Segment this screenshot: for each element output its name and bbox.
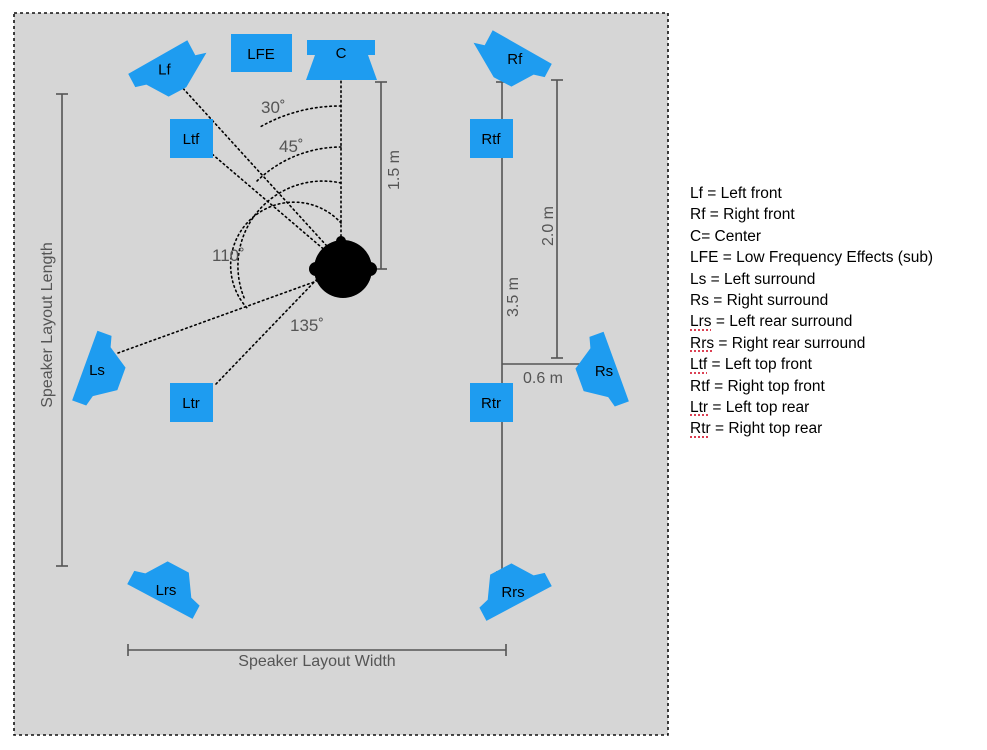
legend-item: Ltr = Left top rear bbox=[690, 397, 933, 418]
measurement-label-2-0m: 2.0 m bbox=[540, 206, 557, 246]
angle-labels: 30˚ 45˚ 110˚ 135˚ bbox=[212, 98, 324, 335]
dimension-lines bbox=[56, 79, 585, 656]
speaker-ltf-label: Ltf bbox=[183, 131, 201, 148]
angle-label-30: 30˚ bbox=[261, 98, 286, 117]
legend-abbr: Ltf bbox=[690, 356, 708, 374]
legend-text: = Left top front bbox=[707, 356, 812, 374]
speaker-rs: Rs bbox=[575, 331, 629, 407]
speaker-c-label: C bbox=[336, 45, 347, 62]
legend-text: = Low Frequency Effects (sub) bbox=[718, 249, 934, 267]
speaker-lfe: LFE bbox=[231, 34, 292, 72]
measurement-label-0-6m: 0.6 m bbox=[523, 370, 563, 387]
listener-head-icon bbox=[309, 236, 377, 298]
legend-abbr: Rtf bbox=[690, 377, 710, 395]
legend-item: Ltf = Left top front bbox=[690, 354, 933, 375]
measurement-label-3-5m: 3.5 m bbox=[505, 277, 522, 317]
angle-arcs bbox=[229, 105, 342, 309]
legend: Lf = Left front Rf = Right front C= Cent… bbox=[690, 183, 933, 440]
speaker-lrs-label: Lrs bbox=[156, 582, 177, 599]
angle-label-135: 135˚ bbox=[290, 316, 324, 335]
legend-text: = Left rear surround bbox=[711, 313, 853, 331]
speaker-rrs: Rrs bbox=[479, 563, 552, 621]
speaker-lf: Lf bbox=[128, 40, 207, 97]
legend-text: = Right surround bbox=[708, 292, 829, 310]
legend-item: C= Center bbox=[690, 226, 933, 247]
speaker-rtf-label: Rtf bbox=[481, 131, 501, 148]
speaker-ls: Ls bbox=[72, 330, 126, 406]
legend-text: = Center bbox=[701, 227, 762, 245]
legend-item: LFE = Low Frequency Effects (sub) bbox=[690, 247, 933, 268]
legend-abbr: Rf bbox=[690, 206, 706, 224]
angle-label-110: 110˚ bbox=[212, 246, 245, 265]
layout-length-label: Speaker Layout Length bbox=[39, 242, 56, 407]
legend-abbr: Ltr bbox=[690, 399, 709, 417]
legend-text: = Left front bbox=[702, 185, 782, 202]
speakers: LFE C Lf Rf Ltf Rtf Ls bbox=[72, 30, 629, 621]
measurement-label-1-5m: 1.5 m bbox=[386, 150, 403, 190]
legend-item: Rtr = Right top rear bbox=[690, 418, 933, 439]
measurement-labels: 1.5 m 3.5 m 2.0 m 0.6 m bbox=[386, 150, 563, 387]
speaker-rf-label: Rf bbox=[507, 51, 523, 68]
legend-item: Lrs = Left rear surround bbox=[690, 311, 933, 332]
legend-text: = Right top rear bbox=[710, 420, 823, 438]
speaker-ltf: Ltf bbox=[170, 119, 213, 158]
speaker-rs-label: Rs bbox=[595, 363, 613, 380]
legend-abbr: Rtr bbox=[690, 420, 711, 438]
speaker-rf: Rf bbox=[473, 30, 552, 87]
angle-label-45: 45˚ bbox=[279, 137, 304, 156]
speaker-lfe-label: LFE bbox=[247, 46, 275, 63]
legend-abbr: C bbox=[690, 227, 702, 245]
speaker-lf-label: Lf bbox=[158, 61, 171, 78]
legend-abbr: Lrs bbox=[690, 313, 712, 331]
legend-abbr: Ls bbox=[690, 270, 707, 288]
layout-width-label: Speaker Layout Width bbox=[238, 653, 395, 670]
speaker-ls-label: Ls bbox=[89, 362, 105, 379]
legend-item: Rf = Right front bbox=[690, 204, 933, 225]
legend-abbr: LFE bbox=[690, 249, 719, 267]
speaker-ltr-label: Ltr bbox=[182, 395, 200, 412]
layout-labels: Speaker Layout Length Speaker Layout Wid… bbox=[39, 242, 396, 670]
legend-text: = Right top front bbox=[709, 377, 825, 395]
legend-text: = Right rear surround bbox=[714, 334, 866, 352]
legend-item: Rrs = Right rear surround bbox=[690, 333, 933, 354]
legend-text: = Left top rear bbox=[708, 399, 810, 417]
speaker-rtf: Rtf bbox=[470, 119, 513, 158]
legend-abbr: Lf bbox=[690, 185, 703, 202]
legend-item: Rs = Right surround bbox=[690, 290, 933, 311]
legend-text: = Left surround bbox=[706, 270, 816, 288]
speaker-rrs-label: Rrs bbox=[501, 584, 524, 601]
legend-abbr: Rs bbox=[690, 292, 709, 310]
speaker-c: C bbox=[306, 40, 377, 80]
legend-item: Lf = Left front bbox=[690, 183, 933, 204]
speaker-lrs: Lrs bbox=[127, 561, 200, 619]
legend-item: Ls = Left surround bbox=[690, 269, 933, 290]
direction-lines bbox=[117, 61, 342, 385]
speaker-rtr-label: Rtr bbox=[481, 395, 501, 412]
legend-abbr: Rrs bbox=[690, 334, 715, 352]
speaker-rtr: Rtr bbox=[470, 383, 513, 422]
legend-item: Rtf = Right top front bbox=[690, 376, 933, 397]
speaker-ltr: Ltr bbox=[170, 383, 213, 422]
legend-text: = Right front bbox=[705, 206, 795, 224]
